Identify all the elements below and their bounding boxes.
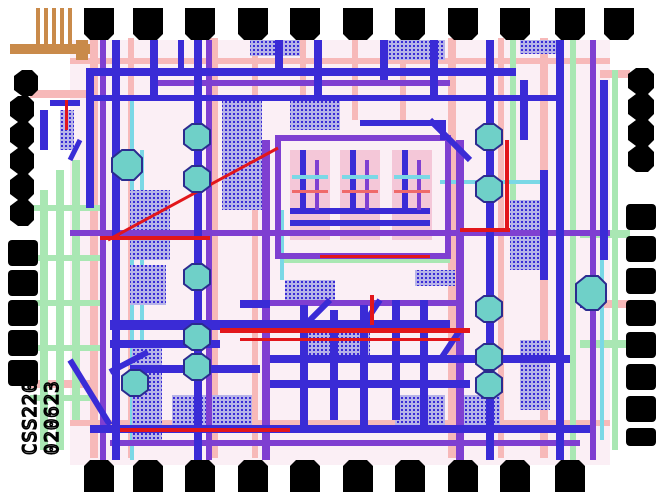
chip-label-line1: CSS220: [19, 380, 41, 455]
via-contacts: [111, 123, 607, 399]
bond-comb: [10, 8, 90, 60]
red-routes: [65, 100, 510, 432]
chip-label: CSS220 020623: [18, 380, 64, 456]
core-logic-block: [275, 135, 451, 259]
right-pads: [626, 68, 656, 446]
metal1-routes: [40, 40, 608, 460]
left-pads: [8, 70, 38, 386]
chip-label-line2: 020623: [41, 380, 63, 455]
top-pads: [84, 8, 634, 40]
bottom-pads: [84, 460, 585, 492]
